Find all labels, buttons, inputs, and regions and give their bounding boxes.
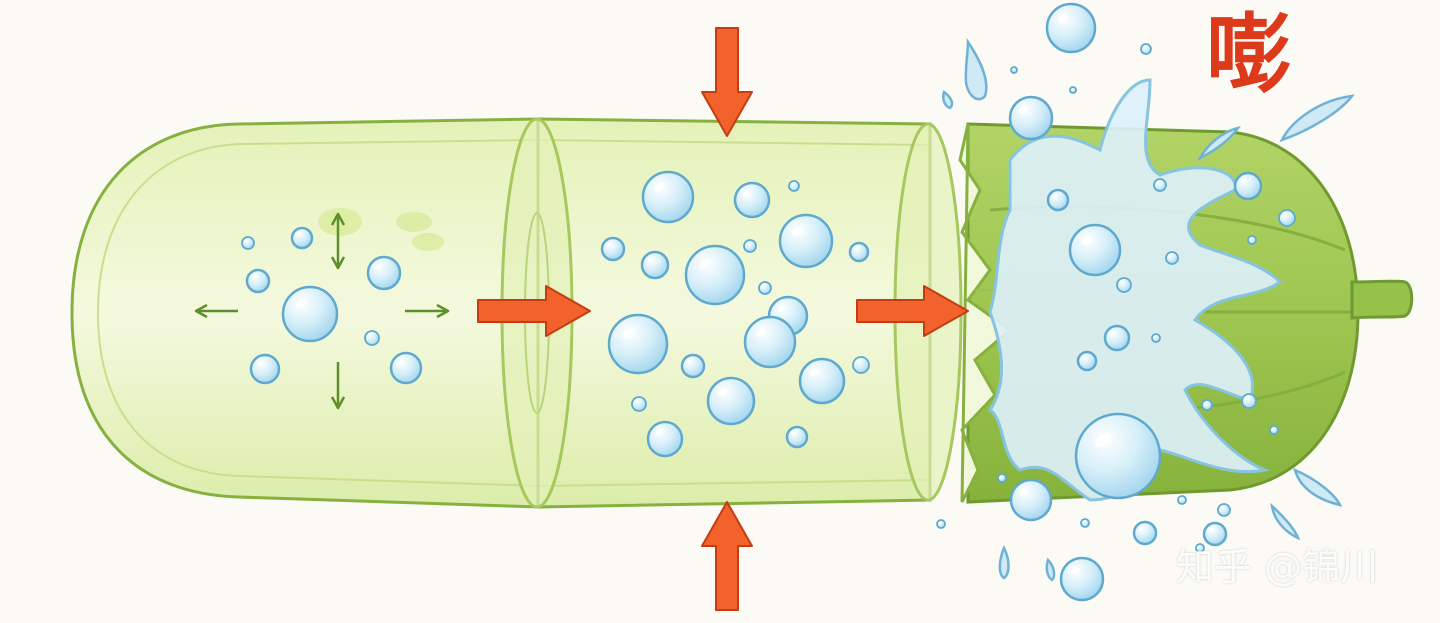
bubble [1059,556,1105,602]
bubble [1045,2,1097,54]
bubble [1278,209,1296,227]
bubble [1233,171,1263,201]
bubble [366,255,402,291]
bubble [281,285,339,343]
bubble [852,356,870,374]
bubble [758,281,772,295]
sound-effect-text: 嘭 [1206,5,1292,105]
bubble [743,239,757,253]
bubble [997,473,1007,483]
bubble [1080,518,1090,528]
cucumber-stem [1350,279,1414,320]
bubble [1008,95,1054,141]
flesh-spots [318,208,444,251]
bubble [743,315,797,369]
bubble [1103,324,1131,352]
water-splash [942,37,1355,582]
bubble [1201,399,1213,411]
bubble [646,420,684,458]
bubble [1217,503,1231,517]
expansion-arrow-left [194,303,238,319]
bubble [1140,43,1152,55]
bubble [640,250,670,280]
bubble [785,425,809,449]
bubble [1269,425,1279,435]
expansion-arrow-down [330,362,346,410]
watermark-text: 知乎 @锦川 [1176,545,1379,589]
bubble [245,268,271,294]
bubble [1069,86,1077,94]
bubble [1241,393,1257,409]
bubble [600,236,626,262]
middle-segment-inner-rim [539,139,929,487]
bubble [1074,412,1162,500]
compression-arrow-down [701,27,753,137]
bubble [936,519,946,529]
bubble [788,180,800,192]
expansion-arrow-right [405,303,450,319]
bubble [1116,277,1132,293]
bubble [1076,350,1098,372]
bubble [641,170,695,224]
bubble [1010,66,1018,74]
compression-arrow-up [701,501,753,611]
expansion-arrows-group [194,212,450,410]
bubble [1195,543,1205,553]
bubble [1165,251,1179,265]
bubble [389,351,423,385]
left-segment-inner-rim [96,139,541,487]
bubble [733,181,771,219]
bubble [631,396,647,412]
bubble [249,353,281,385]
bubbles-group [241,2,1296,602]
bubble [1068,223,1122,277]
bubble [1177,495,1187,505]
bubble [1153,178,1167,192]
expansion-arrow-up [330,212,346,240]
expansion-arrow-down-short [330,240,346,270]
bubble [1151,333,1161,343]
bubble [1046,188,1070,212]
bubble [798,357,846,405]
bubble [778,213,834,269]
bubble [1202,521,1228,547]
compression-arrow-right-1 [477,285,591,337]
bubble [607,313,669,375]
bubble [684,244,746,306]
compression-arrows-group [477,27,969,611]
bubble [241,236,255,250]
compression-arrow-right-2 [856,285,969,337]
bubble [848,241,870,263]
bubble [290,226,314,250]
bubble [706,376,756,426]
bubble [364,330,380,346]
bubble [1247,235,1257,245]
bubble [1132,520,1158,546]
bubble [680,353,706,379]
bubble [1009,478,1053,522]
splash-droplets [942,37,1355,582]
